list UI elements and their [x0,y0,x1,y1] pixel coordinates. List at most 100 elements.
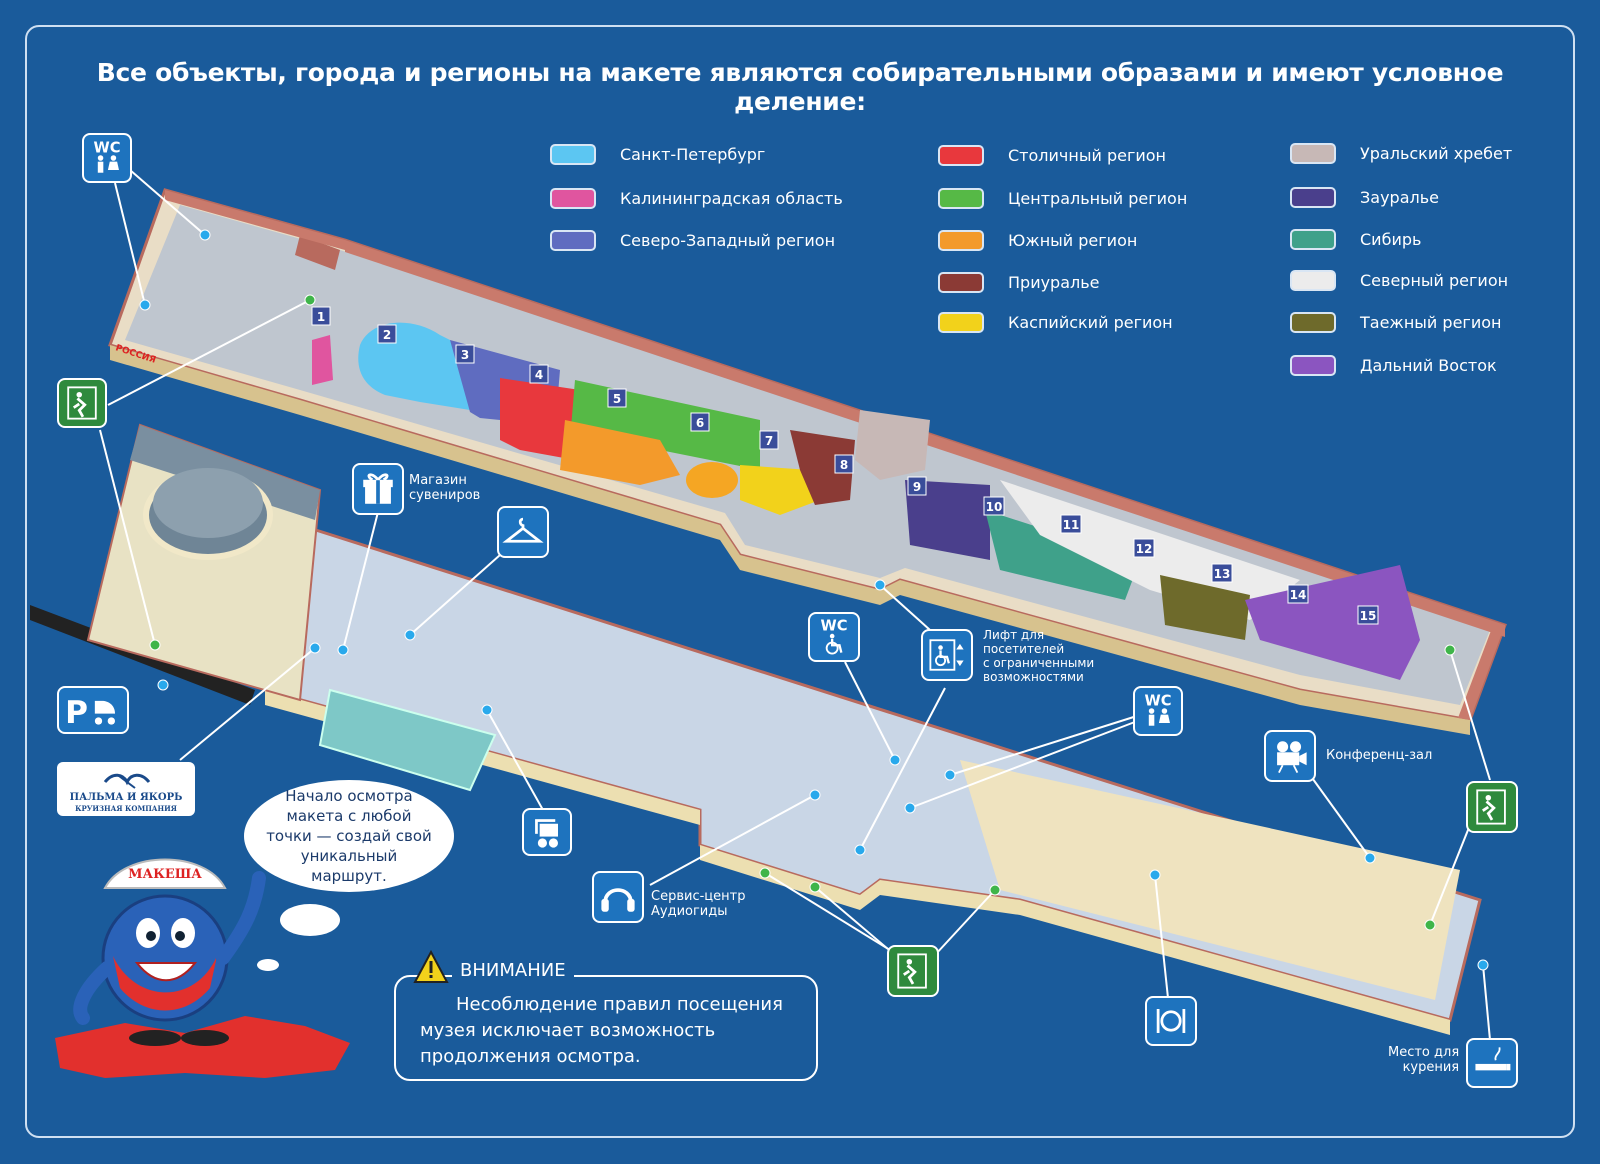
section-number: 7 [759,430,779,450]
parking-stroller-icon: P [57,686,129,734]
wc-middle-icon: WC [1133,686,1183,736]
legend-label: Каспийский регион [1008,312,1173,332]
legend-label: Приуралье [1008,272,1100,292]
lift-line: возможностями [983,670,1084,684]
section-number: 8 [834,454,854,474]
gift-shop-icon [352,463,404,515]
section-number: 5 [607,388,627,408]
section-number-text: 7 [765,434,773,448]
souvenir-shop-label: Магазин сувениров [409,473,480,503]
legend-item: Южный регион [938,228,1137,252]
legend-swatch [938,311,984,333]
wc-accessible-text: WC [820,618,847,635]
region-caspian-sea [686,462,738,498]
conference-hall-label: Конференц-зал [1326,748,1433,763]
legend-swatch [1290,228,1336,250]
conference-camera-icon [1264,730,1316,782]
legend-label: Таежный регион [1360,312,1502,332]
legend-item: Уральский хребет [1290,141,1512,165]
wc-top-text: WC [93,139,120,156]
section-number: 1 [311,306,331,326]
service-center-label: Сервис-центр Аудиогиды [651,889,745,919]
speech-bubble: Начало осмотра макета с любой точки — со… [244,780,454,892]
lift-line: Лифт для [983,628,1045,642]
legend-item: Столичный регион [938,143,1166,167]
section-number: 6 [690,412,710,432]
legend-label: Зауралье [1360,187,1439,207]
legend-swatch [1290,186,1336,208]
smoking-area-icon [1466,1038,1518,1088]
legend-label: Центральный регион [1008,188,1188,208]
legend-item: Зауралье [1290,185,1439,209]
legend-label: Калининградская область [620,188,843,208]
section-number: 2 [377,324,397,344]
partner-logo-name: ПАЛЬМА И ЯКОРЬ [69,792,183,803]
section-number-text: 10 [986,500,1003,514]
poster-frame [25,25,1575,1138]
legend-swatch [1290,269,1336,291]
emergency-exit-left-icon [57,378,107,428]
service-center-line: Сервис-центр [651,889,746,904]
section-number-text: 2 [383,328,391,342]
legend-label: Столичный регион [1008,145,1166,165]
section-number: 13 [1211,563,1233,583]
legend-swatch [1290,354,1336,376]
partner-logo: ПАЛЬМА И ЯКОРЬ КРУИЗНАЯ КОМПАНИЯ [57,762,195,816]
legend-swatch [938,187,984,209]
souvenir-shop-line: Магазин [409,473,467,488]
region-priurale [790,430,855,505]
section-number-text: 1 [317,310,325,324]
smoking-area-line: Место для [1388,1045,1460,1060]
legend-item: Северо-Западный регион [550,228,835,252]
souvenir-shop-line: сувениров [409,488,481,503]
section-number-text: 11 [1063,518,1080,532]
section-number-text: 14 [1290,588,1307,602]
legend-item: Таежный регион [1290,310,1501,334]
warning-box [394,975,818,1081]
section-number-text: 3 [461,348,469,362]
connector-dots [139,229,1489,971]
warning-triangle-icon [413,950,449,983]
legend-item: Дальний Восток [1290,353,1497,377]
region-caspian [740,465,820,515]
region-zaurale [905,480,990,560]
warning-title: ВНИМАНИЕ [452,960,574,981]
warning-text: Несоблюдение правил посещения музея искл… [420,992,810,1070]
section-number-text: 8 [840,458,848,472]
region-south [560,420,680,485]
legend-item: Центральный регион [938,186,1187,210]
partner-logo-subtitle: КРУИЗНАЯ КОМПАНИЯ [75,804,177,813]
svg-text:P: P [65,695,88,731]
section-number-text: 13 [1214,567,1231,581]
lower-building [30,523,1482,1035]
wc-top-icon: WC [82,133,132,183]
speech-bubble-text: Начало осмотра макета с любой точки — со… [266,787,432,885]
poster-title: Все объекты, города и регионы на макете … [96,58,1504,116]
wc-middle-text: WC [1144,692,1171,709]
audioguide-headphones-icon [592,871,644,923]
section-number-text: 9 [913,480,921,494]
warning-line: продолжения осмотра. [420,1046,641,1067]
russia-map-base [55,1016,350,1078]
legend-swatch [938,271,984,293]
section-number: 4 [529,364,549,384]
mascot-cap-text: МАКЕША [128,867,202,882]
legend-swatch [938,229,984,251]
legend-swatch [550,187,596,209]
legend-label: Северный регион [1360,270,1509,290]
section-number-text: 6 [696,416,704,430]
lift-line: с ограниченными [983,656,1095,670]
section-number-text: 12 [1136,542,1153,556]
thought-bubbles [257,904,340,971]
icon-connector-lines [99,169,1491,1041]
legend-swatch [550,143,596,165]
section-number: 14 [1287,584,1309,604]
wardrobe-hanger-icon [497,506,549,558]
region-kaliningrad [312,335,333,385]
smoking-area-label: Место для курения [1388,1045,1459,1075]
section-number: 9 [907,476,927,496]
region-ural [855,410,930,480]
legend-item: Приуралье [938,270,1100,294]
